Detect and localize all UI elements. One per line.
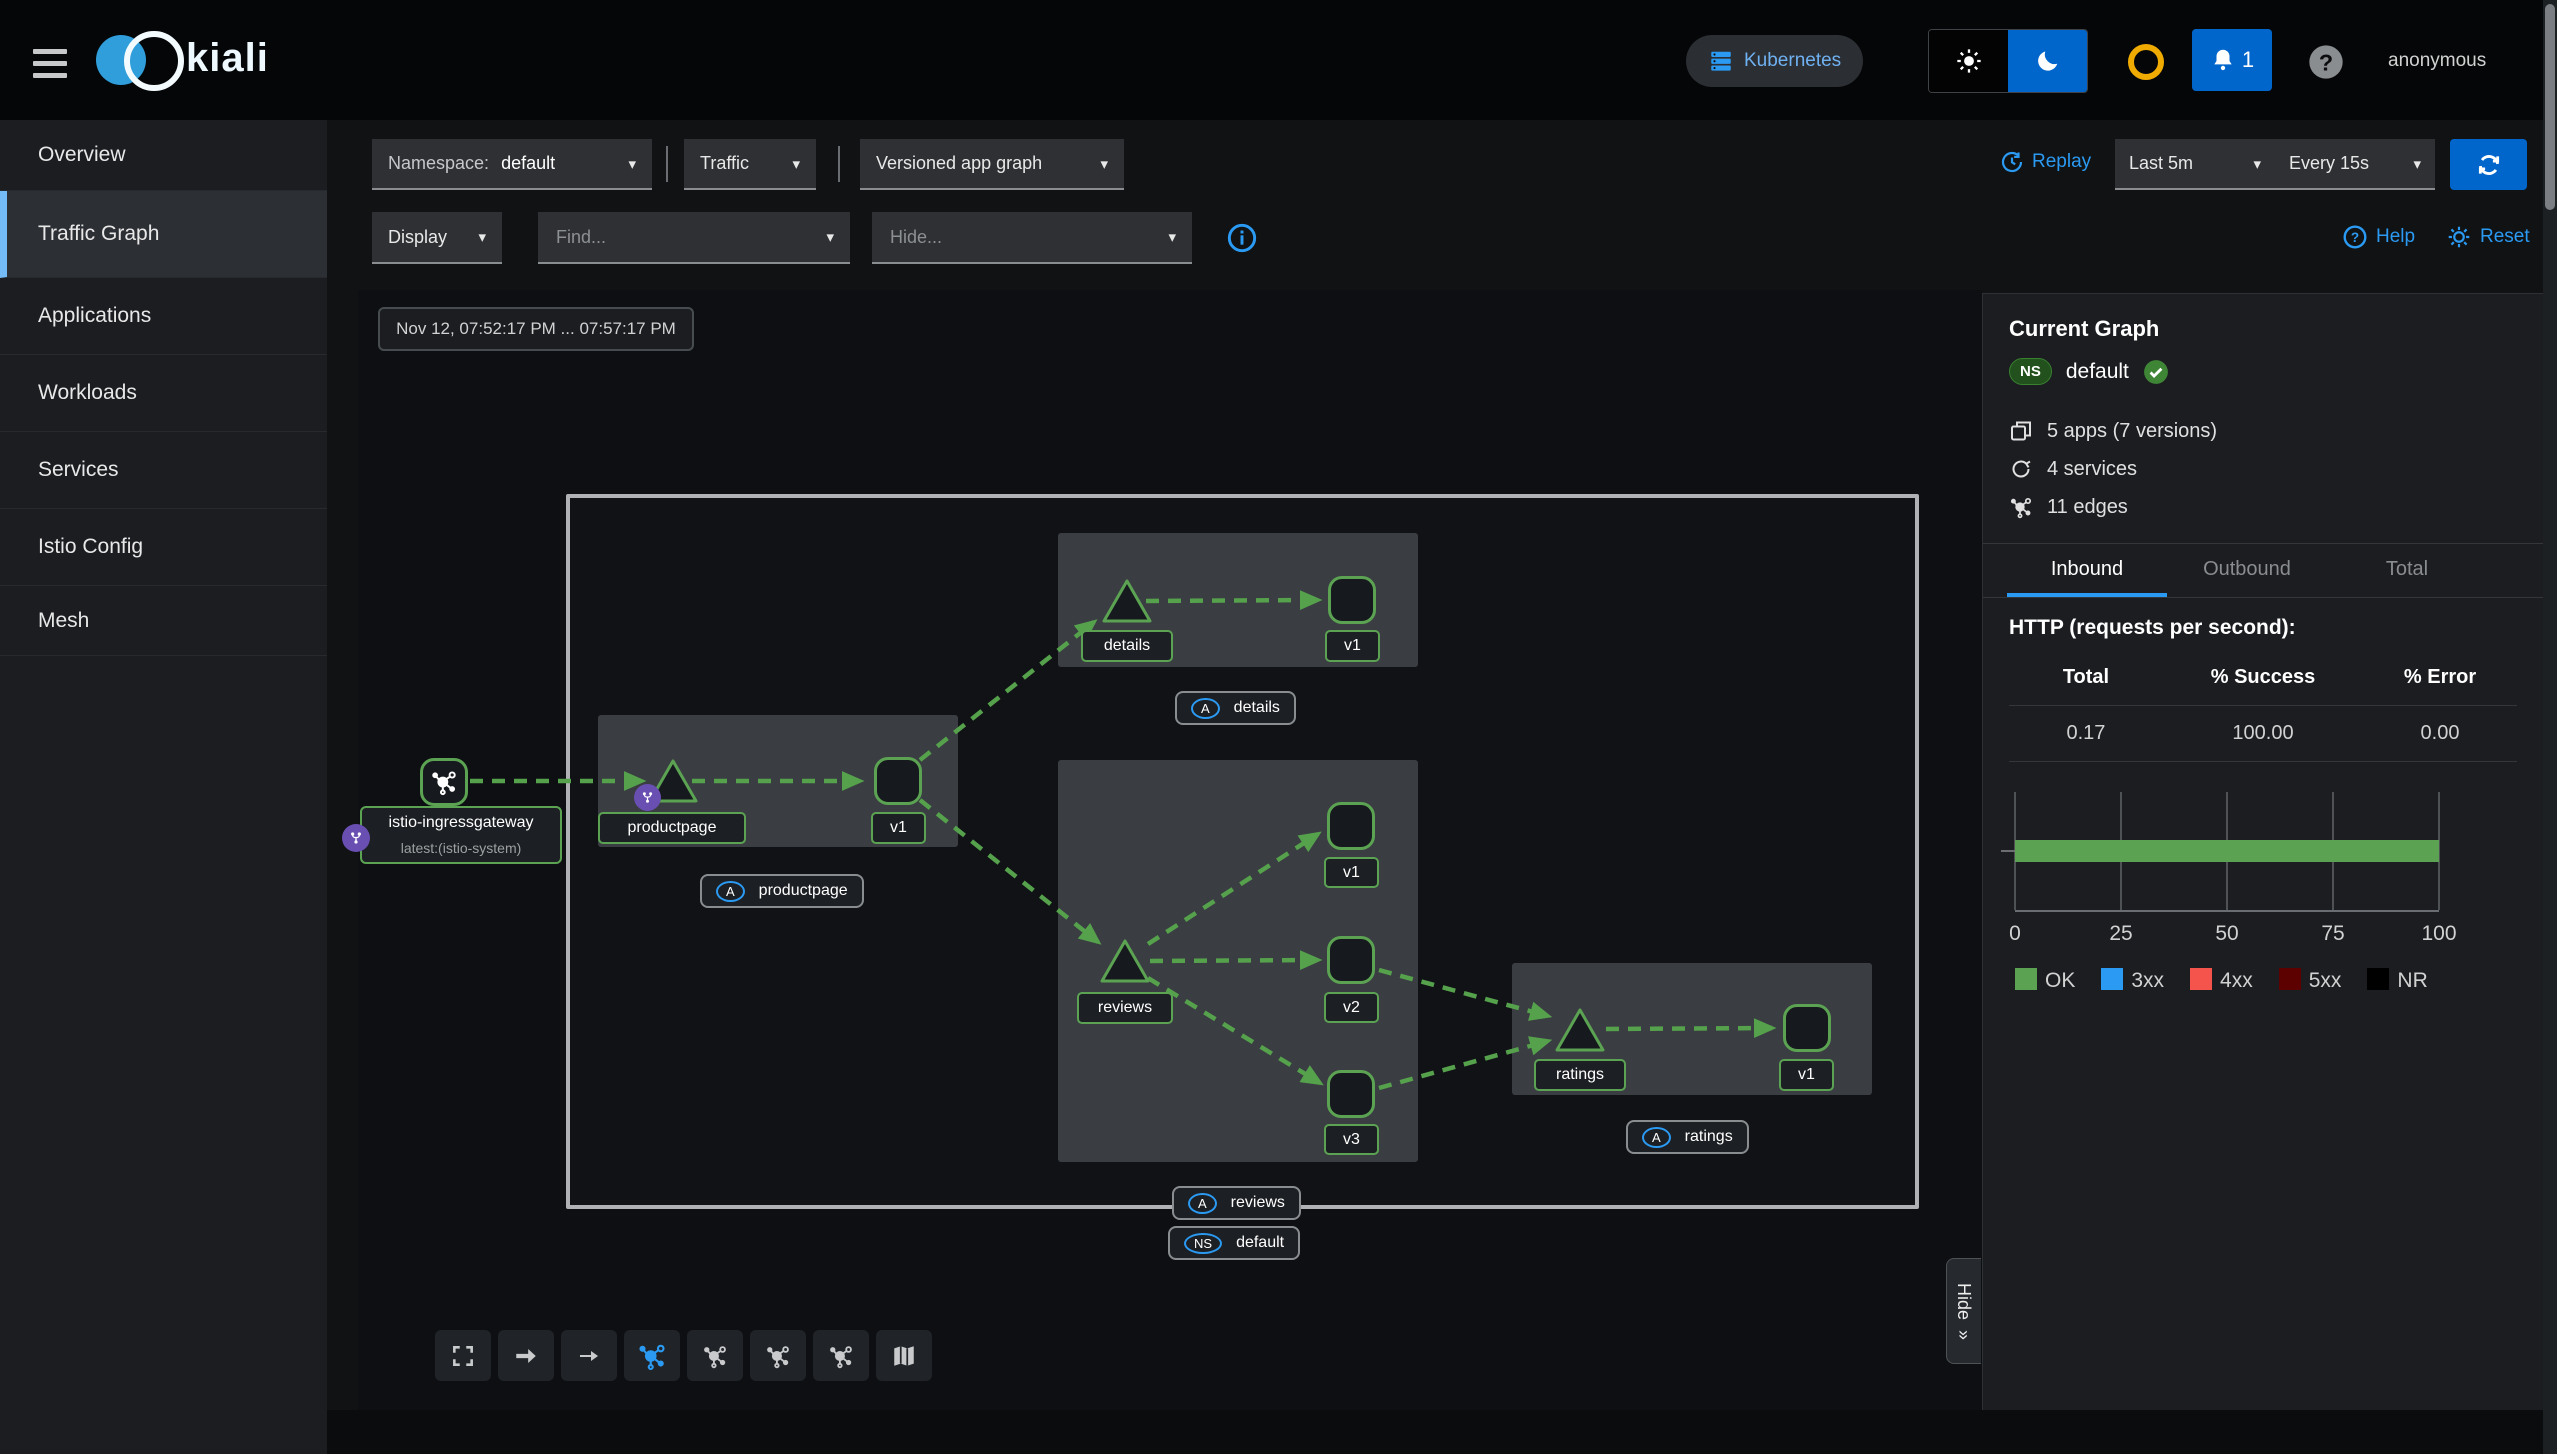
ns-badge: NS bbox=[2009, 358, 2052, 385]
legend-item-OK: OK bbox=[2015, 968, 2075, 993]
stat-services: 4 services bbox=[2009, 457, 2517, 481]
node-label: v2 bbox=[1324, 992, 1379, 1023]
traffic-edge[interactable] bbox=[1146, 600, 1318, 601]
label-istio-ingressgateway[interactable]: istio-ingressgateway latest:(istio-syste… bbox=[360, 806, 562, 864]
scrollbar-track[interactable] bbox=[2543, 0, 2557, 1454]
topology-icon bbox=[765, 1343, 791, 1369]
traffic-edge[interactable] bbox=[1148, 978, 1320, 1083]
app-badge-ratings[interactable]: A ratings bbox=[1626, 1120, 1749, 1154]
app-badge-productpage[interactable]: A productpage bbox=[700, 874, 864, 908]
services-icon bbox=[2009, 457, 2033, 481]
x-axis-tick-labels: 0255075100 bbox=[2015, 922, 2439, 968]
node-details[interactable] bbox=[1100, 577, 1154, 625]
traffic-edge[interactable] bbox=[1148, 834, 1318, 944]
legend-item-5xx: 5xx bbox=[2279, 968, 2342, 993]
rate-table-header: Total % Success % Error bbox=[2009, 666, 2517, 689]
chart-plot-area bbox=[2015, 792, 2439, 912]
traffic-edge[interactable] bbox=[1379, 970, 1548, 1016]
bar-segment-OK bbox=[2015, 840, 2439, 862]
minimap-button[interactable] bbox=[876, 1330, 932, 1381]
legend-swatch bbox=[2279, 968, 2301, 990]
app-badge-details[interactable]: A details bbox=[1175, 691, 1296, 725]
node-reviews-v1[interactable] bbox=[1327, 802, 1375, 850]
y-axis-tick bbox=[2001, 850, 2015, 852]
double-chevron-icon: » bbox=[1954, 1330, 1975, 1340]
legend-swatch bbox=[2367, 968, 2389, 990]
node-label: reviews bbox=[1077, 992, 1173, 1024]
traffic-edge[interactable] bbox=[920, 800, 1098, 942]
x-tick-label: 100 bbox=[2421, 922, 2456, 946]
node-label: v1 bbox=[1779, 1059, 1834, 1091]
panel-namespace[interactable]: default bbox=[2066, 360, 2129, 384]
stat-apps: 5 apps (7 versions) bbox=[2009, 419, 2517, 443]
node-label: v3 bbox=[1324, 1124, 1379, 1155]
arrow-right-icon bbox=[577, 1344, 601, 1368]
edges-topology-icon bbox=[2009, 495, 2033, 519]
node-reviews-v2[interactable] bbox=[1327, 936, 1375, 984]
hide-panel-button[interactable]: Hide» bbox=[1946, 1258, 1981, 1364]
fit-to-screen-button[interactable] bbox=[435, 1330, 491, 1381]
traffic-edge[interactable] bbox=[1150, 960, 1318, 961]
layout-concentric-button[interactable] bbox=[750, 1330, 806, 1381]
topology-icon bbox=[828, 1343, 854, 1369]
status-chart: 0255075100 OK3xx4xx5xxNR bbox=[2015, 792, 2439, 993]
app-badge-reviews[interactable]: A reviews bbox=[1172, 1186, 1301, 1220]
check-circle-icon bbox=[2143, 359, 2169, 385]
layout-dagre-button[interactable] bbox=[624, 1330, 680, 1381]
topology-icon bbox=[430, 768, 458, 796]
topology-icon bbox=[702, 1343, 728, 1369]
node-label: ratings bbox=[1534, 1059, 1626, 1091]
traffic-edge[interactable] bbox=[920, 622, 1094, 760]
node-istio-ingressgateway[interactable] bbox=[420, 758, 468, 806]
tab-total[interactable]: Total bbox=[2327, 544, 2487, 597]
legend-item-4xx: 4xx bbox=[2190, 968, 2253, 993]
expand-icon bbox=[450, 1343, 476, 1369]
virtual-service-badge-icon bbox=[634, 784, 661, 811]
layout-grid-button[interactable] bbox=[687, 1330, 743, 1381]
stat-edges: 11 edges bbox=[2009, 495, 2517, 519]
node-label: productpage bbox=[598, 812, 746, 844]
legend-swatch bbox=[2015, 968, 2037, 990]
node-ratings[interactable] bbox=[1553, 1006, 1607, 1054]
x-tick-label: 75 bbox=[2321, 922, 2344, 946]
legend-item-NR: NR bbox=[2367, 968, 2427, 993]
map-icon bbox=[891, 1343, 917, 1369]
namespace-badge-default[interactable]: NS default bbox=[1168, 1226, 1300, 1260]
traffic-edge[interactable] bbox=[1379, 1041, 1548, 1088]
node-label: v1 bbox=[1324, 857, 1379, 888]
chart-legend: OK 3xx 4xx 5xx NR bbox=[2015, 968, 2439, 993]
node-label: v1 bbox=[1325, 630, 1380, 662]
tab-inbound[interactable]: Inbound bbox=[2007, 544, 2167, 597]
node-details-v1[interactable] bbox=[1328, 576, 1376, 624]
traffic-tabs: Inbound Outbound Total bbox=[1983, 544, 2543, 597]
tab-outbound[interactable]: Outbound bbox=[2167, 544, 2327, 597]
http-rate-title: HTTP (requests per second): bbox=[2009, 616, 2517, 640]
layout-arrow-button[interactable] bbox=[498, 1330, 554, 1381]
topology-icon bbox=[637, 1341, 667, 1371]
x-tick-label: 50 bbox=[2215, 922, 2238, 946]
x-tick-label: 0 bbox=[2009, 922, 2021, 946]
x-tick-label: 25 bbox=[2109, 922, 2132, 946]
rate-table-row: 0.17 100.00 0.00 bbox=[2009, 722, 2517, 745]
arrow-right-icon bbox=[513, 1343, 539, 1369]
legend-item-3xx: 3xx bbox=[2101, 968, 2164, 993]
node-ratings-v1[interactable] bbox=[1783, 1004, 1831, 1052]
panel-title: Current Graph bbox=[2009, 316, 2517, 342]
summary-panel: Current Graph NS default 5 apps (7 versi… bbox=[1982, 293, 2543, 1410]
layout-arrow-alt-button[interactable] bbox=[561, 1330, 617, 1381]
traffic-edge[interactable] bbox=[1606, 1028, 1772, 1029]
applications-icon bbox=[2009, 419, 2033, 443]
stacked-bar bbox=[2015, 840, 2439, 862]
scrollbar-thumb[interactable] bbox=[2545, 4, 2555, 210]
gateway-badge-icon bbox=[342, 824, 370, 852]
node-label: details bbox=[1081, 630, 1173, 662]
node-reviews-v3[interactable] bbox=[1327, 1070, 1375, 1118]
node-productpage-v1[interactable] bbox=[874, 757, 922, 805]
legend-swatch bbox=[2190, 968, 2212, 990]
layout-breadthfirst-button[interactable] bbox=[813, 1330, 869, 1381]
legend-swatch bbox=[2101, 968, 2123, 990]
node-label: v1 bbox=[871, 812, 926, 844]
node-reviews[interactable] bbox=[1098, 937, 1152, 985]
